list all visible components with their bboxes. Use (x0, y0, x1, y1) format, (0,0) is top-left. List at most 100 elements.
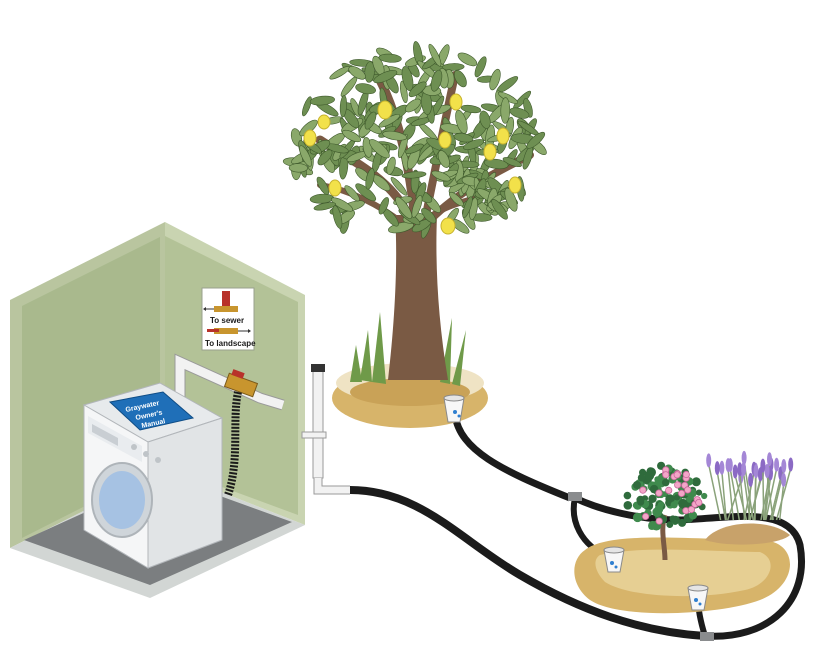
tree-leaf (348, 66, 366, 80)
rose-blossom (673, 471, 681, 479)
tree-leaf (316, 176, 330, 195)
rose-blossom (639, 486, 647, 494)
sign-to-sewer: To sewer (210, 316, 244, 325)
tree-leaf (437, 150, 450, 168)
manual-line3: Manual (141, 418, 166, 430)
tree-leaf (378, 53, 402, 63)
lemon-tree (282, 41, 547, 386)
tree-leaf (500, 97, 511, 124)
rose-blossom (665, 486, 673, 494)
lavender-flower (737, 462, 743, 477)
tree-leaf (395, 196, 413, 219)
tree-leaf (405, 143, 424, 154)
tree-leaf (457, 52, 478, 67)
tree-leaf (462, 196, 473, 219)
tree-leaf (329, 66, 351, 80)
hose-tee-upper (568, 492, 582, 501)
rose-leaf (695, 489, 703, 496)
lavender-flower (760, 458, 766, 473)
rose-leaf (701, 492, 708, 500)
tree-leaf (386, 156, 396, 175)
tree-leaf (364, 61, 375, 83)
tree-leaf (378, 197, 389, 215)
lavender-flower (753, 464, 759, 479)
tree-leaf (299, 145, 312, 167)
three-way-valve (223, 369, 259, 398)
rose-blossom (662, 471, 670, 479)
lavender-stem (764, 477, 772, 521)
tree-leaf (526, 131, 546, 149)
tree-trunk (388, 215, 448, 380)
tree-leaf (397, 133, 409, 159)
rose-foliage (623, 461, 708, 531)
tree-leaf (463, 139, 485, 150)
tree-lemons (303, 93, 522, 235)
valve-sign: To sewer To landscape (201, 287, 256, 351)
rose-leaf (644, 470, 655, 481)
rose-blossom (687, 505, 696, 514)
lavender-flower (741, 462, 747, 477)
rose-leaf (673, 494, 681, 501)
tree-leaf (483, 158, 509, 170)
rose-leaf (678, 498, 688, 509)
rose-leaf (678, 518, 687, 527)
lavender-flower (774, 457, 780, 472)
rose-leaf (637, 473, 646, 482)
tree-leaf (453, 133, 474, 143)
rose-blossom (677, 489, 686, 497)
tree-leaf (401, 171, 427, 179)
washer-plumbing (174, 353, 350, 497)
lavender-stem (775, 468, 792, 521)
tree-leaf (502, 157, 522, 168)
tree-leaf (355, 83, 376, 95)
shrub-mulch-basin (574, 523, 790, 614)
lavender-flower (781, 472, 787, 487)
tree-leaf (454, 70, 467, 88)
tree-leaf (309, 95, 335, 106)
lavender-flower (714, 461, 720, 476)
tree-leaf (421, 207, 437, 224)
tree-leaf (301, 96, 312, 117)
rose-leaf (670, 501, 678, 509)
lavender-flower (788, 457, 794, 472)
lavender-flower (748, 472, 754, 487)
tree-leaf (489, 68, 501, 91)
owners-manual: Graywater Owner's Manual (108, 391, 195, 431)
lavender-flower (727, 458, 733, 473)
sign-to-landscape: To landscape (205, 339, 256, 348)
tree-leaf (504, 187, 518, 212)
manual-cover (108, 391, 195, 431)
rose-leaf (665, 494, 675, 504)
lavender-flower (732, 464, 738, 479)
lavender (706, 450, 794, 521)
lavender-flower (706, 453, 712, 468)
rose-blossom (655, 517, 663, 525)
hose-loop (573, 494, 805, 640)
rose-leaf (691, 477, 701, 487)
tree-leaf (455, 109, 468, 134)
lavender-stem (721, 471, 727, 521)
rose-blossom (655, 489, 663, 497)
rose-leaf (632, 512, 643, 523)
tree-leaf (460, 104, 482, 114)
tree-canopy (282, 41, 547, 239)
lavender-stem (778, 483, 785, 521)
lavender-stem (749, 478, 762, 521)
tree-leaf (491, 199, 508, 220)
tree-leaf (382, 130, 408, 141)
rose-leaf (661, 478, 670, 487)
lavender-stem (762, 469, 765, 521)
tree-leaf (342, 129, 362, 143)
hose-tree-branch (451, 414, 572, 502)
rose-blossom (641, 512, 650, 521)
tree-leaf (479, 110, 491, 129)
hose-tee-lower (700, 632, 714, 641)
lavender-flower (764, 464, 770, 478)
lavender-flower (767, 452, 772, 467)
drip-outlet-rose (603, 546, 625, 573)
tree-leaf (364, 111, 377, 130)
rose-leaf (688, 511, 698, 520)
lavender-stem (716, 471, 727, 521)
